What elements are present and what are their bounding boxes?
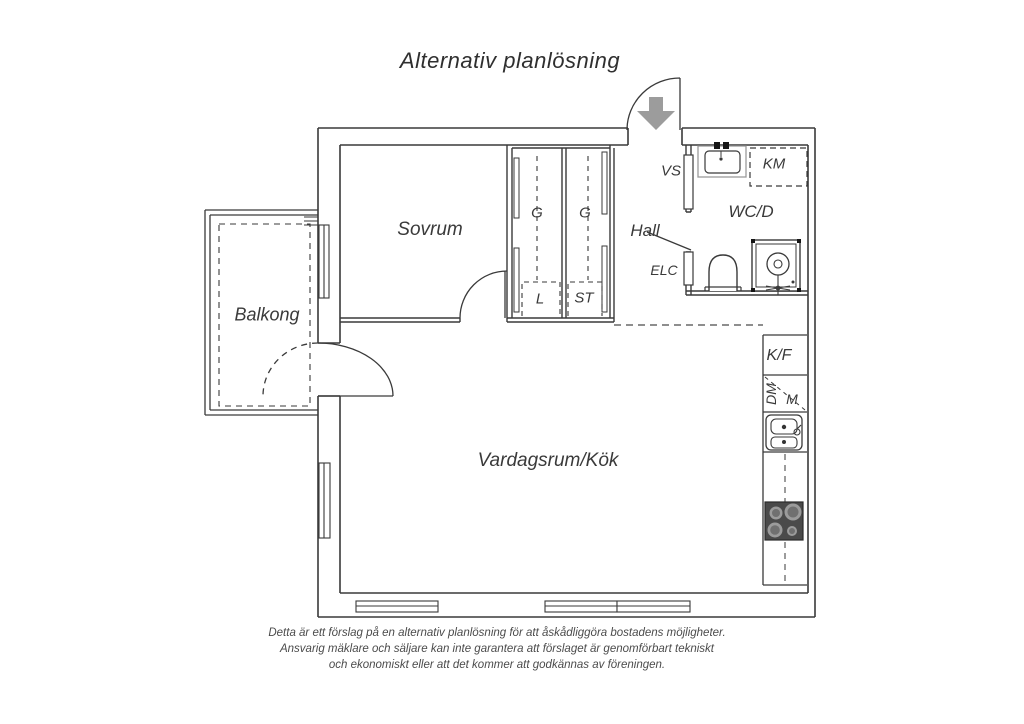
disclaimer-line-3: och ekonomiskt eller att det kommer att … [328, 659, 666, 672]
closet-details [513, 151, 608, 316]
bathroom-fixtures [697, 142, 808, 295]
kitchen-sink-icon [765, 414, 803, 451]
balcony-outline [204, 209, 318, 416]
washing-machine-space [749, 147, 808, 187]
windows [318, 224, 691, 613]
room-label-hall: Hall [630, 221, 660, 240]
room-label-sovrum: Sovrum [397, 219, 463, 240]
disclaimer-line-1: Detta är ett förslag på en alternativ pl… [268, 627, 726, 639]
page-title: Alternativ planlösning [399, 48, 621, 73]
appliance-label-kf: K/F [766, 347, 792, 364]
closet-label-g1: G [531, 204, 543, 222]
washbasin-icon [697, 142, 747, 178]
shaft-boxes [683, 154, 694, 286]
appliance-label-dm: DM [763, 383, 779, 405]
door-swings [262, 77, 692, 397]
room-label-balkong: Balkong [234, 304, 300, 325]
room-label-elc: ELC [650, 262, 678, 278]
stove-icon [764, 501, 804, 541]
kitchen-fixtures [762, 334, 807, 586]
shower-icon [751, 239, 801, 295]
disclaimer-line-2: Ansvarig mäklare och säljare kan inte ga… [279, 643, 715, 656]
room-label-wcd: WC/D [728, 202, 774, 221]
room-label-vs: VS [660, 162, 682, 180]
entrance-arrow-icon [637, 97, 675, 130]
closet-label-g2: G [579, 204, 591, 222]
room-label-km: KM [762, 155, 786, 173]
room-label-vardagsrum: Vardagsrum/Kök [477, 450, 619, 471]
appliance-label-m: M [786, 391, 798, 407]
closet-label-l: L [535, 290, 545, 308]
toilet-icon [704, 254, 742, 291]
disclaimer-text: Detta är ett förslag på en alternativ pl… [268, 625, 725, 674]
closet-label-st: ST [574, 289, 594, 307]
